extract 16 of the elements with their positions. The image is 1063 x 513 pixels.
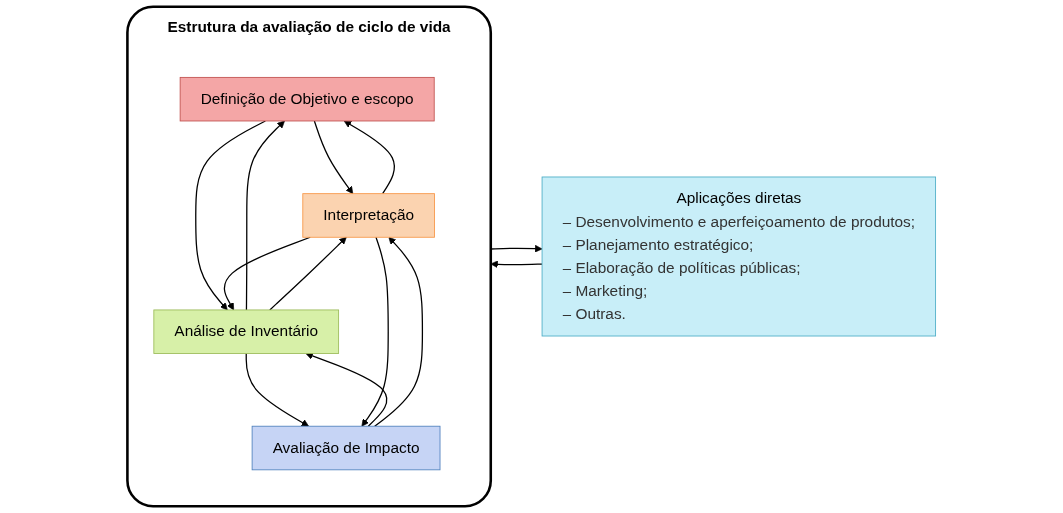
arrow [245,352,309,427]
node-box: Definição de Objetivo e escopo [179,76,435,122]
arrow [490,244,543,253]
arrow [361,236,389,427]
arrow [313,120,354,194]
arrow [195,120,267,311]
node-box: Análise de Inventário [153,309,340,354]
arrow [490,260,543,269]
node-box: Aplicações diretas – Desenvolvimento e aperfeiçoamento de produtos; – Planejamento estratégico; – Elaboração de políticas públicas; – Marketing; – Outras. [541,176,936,337]
arrow [374,236,424,427]
arrow [245,120,285,311]
arrow [269,236,347,311]
node-box: Interpretação [302,193,435,238]
arrow [305,352,388,427]
node-box: Avaliação de Impacto [251,425,441,471]
arrow [343,120,395,195]
